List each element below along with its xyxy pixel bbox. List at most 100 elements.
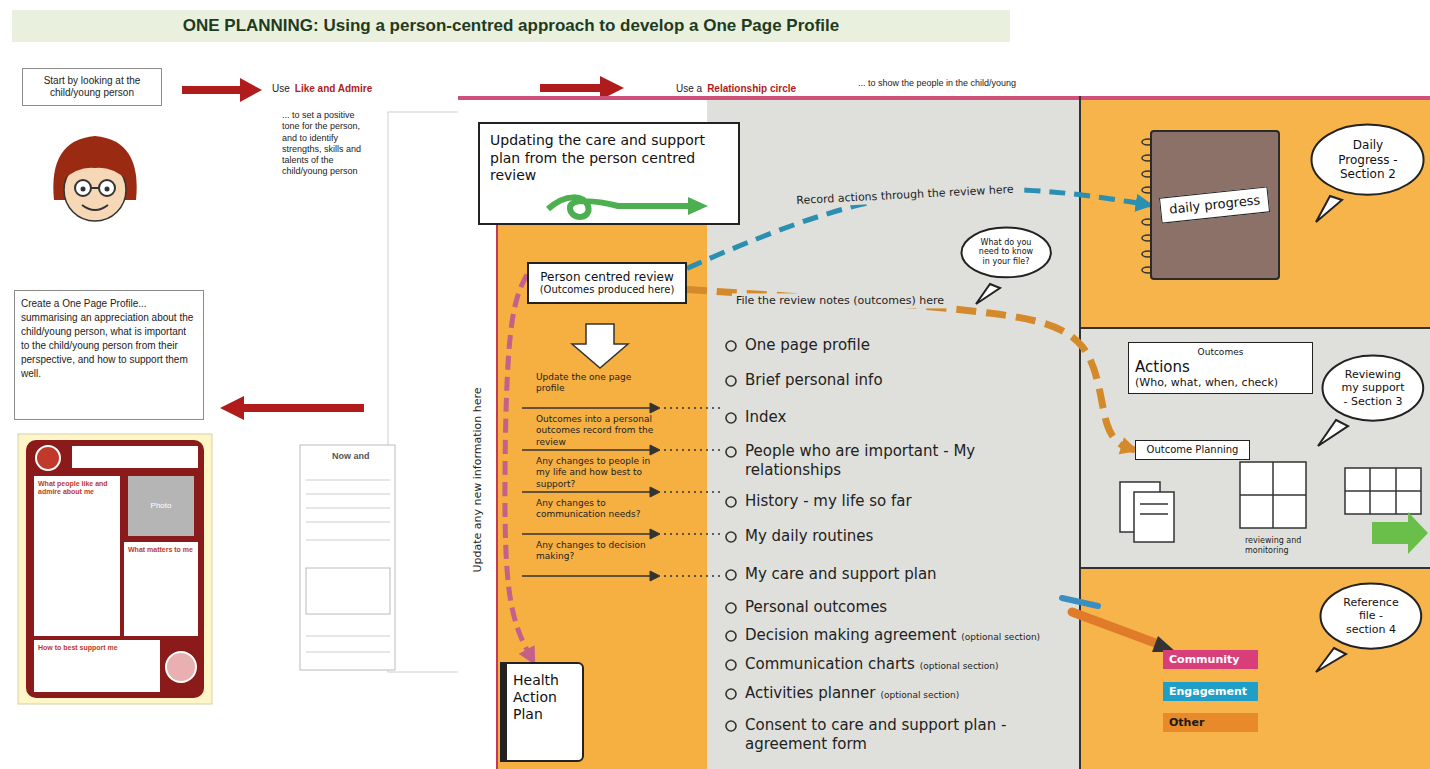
down-block-arrow [572,324,628,368]
picture-panels [497,215,707,769]
list-item: My care and support plan [745,565,1075,584]
faint-page [306,568,390,614]
faint-page [306,480,390,481]
note-text: reviewing and monitoring [1245,536,1325,556]
picture-panels [1080,327,1430,329]
connector [687,290,1135,450]
bubble-outline [961,227,1050,277]
picture-panels [1080,568,1430,769]
node-text: Updating the care and support plan from … [490,132,728,185]
profile-thumbnail [36,446,60,470]
file-tab: Engagement [1163,682,1258,701]
node-text: Photo [151,501,172,511]
node-text: What do you need to know in your file? [977,238,1035,267]
file-tab: Other [1163,713,1258,732]
node-text: (Who, what, when, check) [1135,376,1306,389]
list-bullet [726,413,736,423]
title-bar [12,10,1010,42]
process-box: Start by looking at the child/young pers… [22,68,162,106]
list-bullet [726,603,736,613]
action-arrow [664,533,722,535]
node-text: Actions [1135,358,1306,376]
picture-panels [1080,567,1430,569]
note-text: Like and Admire [295,83,372,96]
list-item: Activities planner [745,684,876,703]
action-arrow [664,575,722,577]
process-box: Create a One Page Profile... summarising… [14,290,204,420]
node-text: What people like and admire about me [38,480,116,497]
file-tab: Community [1163,650,1258,669]
list-bullet [726,660,736,670]
bubble-tail [1318,420,1348,446]
list-item: One page profile [745,336,1075,355]
list-item: Index [745,408,1075,427]
monitoring-grid [1345,490,1421,492]
action-arrow [522,533,650,535]
green-arrow [1372,512,1428,554]
action-text: Update the one page profile [536,372,654,395]
monitoring-grid [1345,468,1421,514]
node-text: daily progress [1159,187,1270,224]
list-item: My daily routines [745,527,1075,546]
child-face [63,152,127,180]
action-arrow [664,407,722,409]
node-text: Start by looking at the child/young pers… [29,75,155,99]
note-text: Use a [676,83,702,96]
faint-page [300,112,460,672]
list-bullet [726,689,736,699]
faint-page [306,522,390,523]
action-arrow [650,487,660,497]
node-text: Daily Progress - Section 2 [1331,138,1405,181]
bubble-tail [1316,648,1346,672]
faint-page [306,636,390,637]
profile-panel: What matters to me [124,542,198,636]
action-arrow [664,491,722,493]
list-bullet [726,631,736,641]
list-bullet [726,570,736,580]
picture-panels [707,96,1080,769]
title-bar [12,10,1010,42]
faint-page [306,508,390,509]
action-arrow [664,449,722,451]
action-text: Any changes to communication needs? [536,498,654,521]
action-arrow [650,571,660,581]
action-text: Any changes to decision making? [536,540,654,563]
faint-page [306,652,390,653]
picture-panels [458,96,1430,769]
picture-panels [458,96,1430,100]
step-arrow [242,404,364,412]
bubble-tail [1316,196,1342,222]
node-text: Engagement [1169,685,1252,698]
action-arrow [650,403,660,413]
green-ribbon-arrow [688,197,708,215]
step-arrow [220,396,244,420]
note-text: Now and [332,451,370,462]
step-arrow [540,84,602,92]
node-text: Community [1169,653,1252,666]
down-block-arrow [572,324,628,368]
profile-thumbnail [18,434,212,704]
list-bullet [726,497,736,507]
speech-bubble: What do you need to know in your file? [960,226,1052,279]
list-bullet [726,532,736,542]
child-face [82,205,108,210]
speech-bubble: Reviewing my support - Section 3 [1321,354,1425,422]
node-text: Outcome Planning [1141,444,1244,456]
faint-page [306,540,390,541]
child-face [91,187,99,189]
speech-bubble: Daily Progress - Section 2 [1310,123,1425,196]
child-face [105,187,110,192]
pencil [1062,598,1098,606]
node-text: Person centred review [537,270,677,284]
list-note: (optional section) [961,632,1040,643]
list-item: History - my life so far [745,492,1075,511]
green-ribbon-arrow [548,197,688,217]
process-box: Updating the care and support plan from … [478,122,740,225]
action-arrow [522,449,650,451]
monitoring-grid [1240,494,1306,496]
bubble-outline [1323,355,1424,420]
list-bullet [726,447,736,457]
child-face [81,187,86,192]
